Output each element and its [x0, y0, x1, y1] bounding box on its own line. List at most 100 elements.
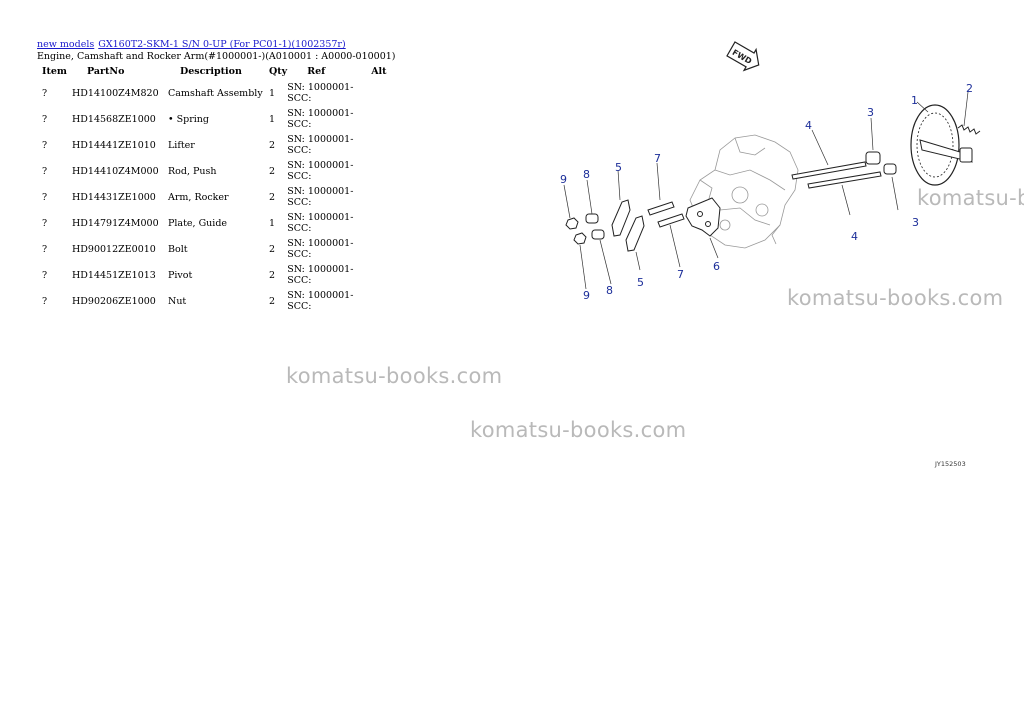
- callout-4b: 4: [851, 230, 858, 243]
- description-cell: Nut: [168, 295, 187, 307]
- ref-sn: SN: 1000001-: [287, 160, 354, 171]
- guide-plate: [685, 197, 721, 237]
- ref-scc: SCC:: [287, 93, 312, 104]
- item-cell: ?: [42, 217, 48, 229]
- ref-scc: SCC:: [287, 301, 312, 312]
- description-cell: Lifter: [168, 139, 195, 151]
- description-cell: Bolt: [168, 243, 188, 255]
- item-cell: ?: [42, 87, 48, 99]
- description-cell: Camshaft Assembly: [168, 87, 263, 99]
- ref-scc: SCC:: [287, 249, 312, 260]
- table-row: ? HD14410Z4M000 Rod, Push 2 SN: 1000001-…: [37, 158, 401, 184]
- col-qty: Qty: [269, 66, 288, 77]
- camshaft-gear: [910, 104, 973, 186]
- lifter: [865, 151, 897, 175]
- ref-scc: SCC:: [287, 145, 312, 156]
- alt-cell: [371, 158, 401, 184]
- table-row: ? HD14441ZE1010 Lifter 2 SN: 1000001-SCC…: [37, 132, 401, 158]
- callout-5b: 5: [637, 276, 644, 289]
- callout-3b: 3: [912, 216, 919, 229]
- qty-cell: 2: [269, 191, 276, 203]
- callout-6: 6: [713, 260, 720, 273]
- ref-cell: SN: 1000001-SCC:: [287, 184, 371, 210]
- ref-scc: SCC:: [287, 197, 312, 208]
- callout-8: 8: [583, 168, 590, 181]
- ref-cell: SN: 1000001-SCC:: [287, 106, 371, 132]
- partno-cell: HD14791Z4M000: [72, 217, 159, 229]
- parts-table: Item PartNo Description Qty Ref Alt ? HD…: [37, 66, 401, 314]
- table-row: ? HD90206ZE1000 Nut 2 SN: 1000001-SCC:: [37, 288, 401, 314]
- table-row: ? HD90012ZE0010 Bolt 2 SN: 1000001-SCC:: [37, 236, 401, 262]
- table-row: ? HD14431ZE1000 Arm, Rocker 2 SN: 100000…: [37, 184, 401, 210]
- qty-cell: 1: [269, 87, 276, 99]
- watermark: komatsu-books.com: [286, 364, 503, 388]
- watermark: komatsu-books.com: [470, 418, 687, 442]
- col-ref: Ref: [307, 66, 326, 77]
- new-models-link[interactable]: new models: [37, 39, 95, 50]
- ref-scc: SCC:: [287, 119, 312, 130]
- pivot: [585, 213, 605, 240]
- bolt: [647, 201, 685, 228]
- qty-cell: 2: [269, 295, 276, 307]
- description-cell: Rod, Push: [168, 165, 217, 177]
- callout-5: 5: [615, 161, 622, 174]
- ref-sn: SN: 1000001-: [287, 264, 354, 275]
- callout-4: 4: [805, 119, 812, 132]
- leader-lines: [563, 91, 969, 290]
- table-row: ? HD14100Z4M820 Camshaft Assembly 1 SN: …: [37, 80, 401, 106]
- ref-scc: SCC:: [287, 171, 312, 182]
- item-cell: ?: [42, 295, 48, 307]
- ref-scc: SCC:: [287, 223, 312, 234]
- callout-9: 9: [560, 173, 567, 186]
- watermark: komatsu-books.com: [787, 286, 1004, 310]
- col-description: Description: [180, 66, 242, 77]
- watermark: komatsu-books.com: [917, 186, 1024, 210]
- engine-block-outline: [689, 134, 799, 249]
- callout-labels: 1 2 3 3 4 4 5 5 6 7 7 8 8 9 9: [560, 82, 973, 302]
- ref-cell: SN: 1000001-SCC:: [287, 80, 371, 106]
- description-cell: Plate, Guide: [168, 217, 228, 229]
- alt-cell: [371, 262, 401, 288]
- alt-cell: [371, 210, 401, 236]
- table-row: ? HD14451ZE1013 Pivot 2 SN: 1000001-SCC:: [37, 262, 401, 288]
- alt-cell: [371, 80, 401, 106]
- diagram-code: JY152503: [935, 460, 966, 468]
- item-cell: ?: [42, 113, 48, 125]
- nut: [565, 217, 587, 245]
- qty-cell: 2: [269, 269, 276, 281]
- item-cell: ?: [42, 191, 48, 203]
- partno-cell: HD90206ZE1000: [72, 295, 156, 307]
- alt-cell: [371, 132, 401, 158]
- callout-9b: 9: [583, 289, 590, 302]
- rocker-arm: [611, 199, 645, 252]
- partno-cell: HD90012ZE0010: [72, 243, 156, 255]
- qty-cell: 2: [269, 165, 276, 177]
- item-cell: ?: [42, 243, 48, 255]
- alt-cell: [371, 236, 401, 262]
- description-cell: Arm, Rocker: [168, 191, 229, 203]
- ref-sn: SN: 1000001-: [287, 186, 354, 197]
- ref-sn: SN: 1000001-: [287, 212, 354, 223]
- callout-8b: 8: [606, 284, 613, 297]
- partno-cell: HD14431ZE1000: [72, 191, 156, 203]
- item-cell: ?: [42, 165, 48, 177]
- spring: [957, 124, 981, 135]
- partno-cell: HD14441ZE1010: [72, 139, 156, 151]
- qty-cell: 2: [269, 139, 276, 151]
- model-link[interactable]: GX160T2-SKM-1 S/N 0-UP (For PC01-1)(1002…: [98, 39, 346, 50]
- table-row: ? HD14568ZE1000 • Spring 1 SN: 1000001-S…: [37, 106, 401, 132]
- ref-sn: SN: 1000001-: [287, 134, 354, 145]
- ref-sn: SN: 1000001-: [287, 290, 354, 301]
- table-row: ? HD14791Z4M000 Plate, Guide 1 SN: 10000…: [37, 210, 401, 236]
- callout-3: 3: [867, 106, 874, 119]
- description-cell: • Spring: [168, 113, 209, 125]
- qty-cell: 2: [269, 243, 276, 255]
- callout-7: 7: [654, 152, 661, 165]
- alt-cell: [371, 184, 401, 210]
- callout-7b: 7: [677, 268, 684, 281]
- qty-cell: 1: [269, 217, 276, 229]
- ref-cell: SN: 1000001-SCC:: [287, 262, 371, 288]
- col-partno: PartNo: [87, 66, 125, 77]
- description-cell: Pivot: [168, 269, 193, 281]
